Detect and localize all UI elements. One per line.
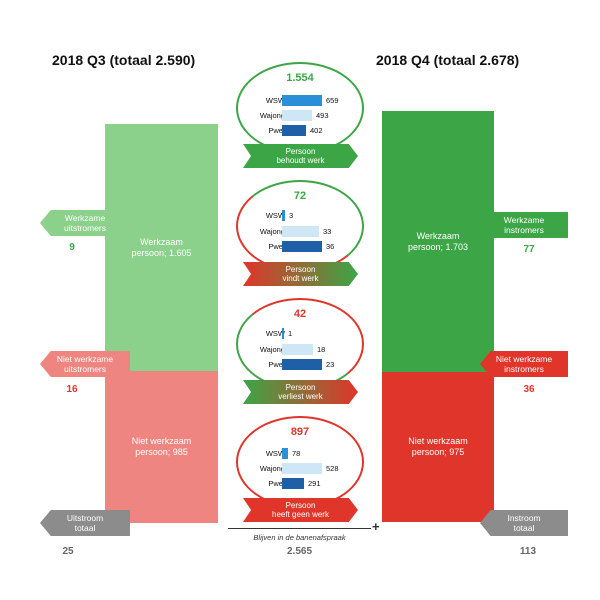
plus-sign: +: [372, 519, 380, 534]
flow-label-arrow: Persoon verliest werk: [243, 380, 358, 404]
row-value-wajong: 18: [317, 345, 326, 354]
row-bar-pwet: [282, 241, 322, 252]
row-value-pwet: 23: [326, 360, 335, 369]
row-label-wsw: WSW: [265, 449, 285, 458]
row-value-pwet: 402: [310, 126, 323, 135]
row-label-wsw: WSW: [265, 96, 285, 105]
flow-vindt-werk: 72 WSW 3 Wajong 33 Pwet 36 Persoon vindt…: [225, 180, 375, 290]
row-bar-pwet: [282, 359, 322, 370]
row-label-pwet: Pwet: [268, 242, 285, 251]
flow-label-arrow: Persoon behoudt werk: [243, 144, 358, 168]
row-value-wsw: 78: [292, 449, 301, 458]
q4-title: 2018 Q4 (totaal 2.678): [376, 52, 520, 68]
niet-werkzame-instromers-tag: Niet werkzame instromers: [480, 351, 568, 377]
q4-werkzaam-bar: Werkzaam persoon; 1.703: [382, 111, 494, 372]
row-bar-wsw: [282, 448, 288, 459]
instroom-totaal-tag: Instroom totaal: [480, 510, 568, 536]
q3-niet-werkzaam-label: Niet werkzaam persoon; 985: [131, 436, 192, 457]
q3-niet-werkzaam-bar: Niet werkzaam persoon; 985: [105, 371, 218, 523]
flow-total: 1.554: [286, 72, 314, 84]
flow-total: 72: [293, 190, 307, 202]
flow-behoudt-werk: 1.554 WSW 659 Wajong 493 Pwet 402 Persoo…: [225, 62, 375, 172]
flow-label: Persoon heeft geen werk: [272, 500, 329, 520]
sum-line: [228, 528, 371, 529]
row-bar-wajong: [282, 344, 313, 355]
werkzame-instromers-value: 77: [523, 244, 535, 255]
row-label-pwet: Pwet: [268, 126, 285, 135]
row-bar-wsw: [282, 95, 322, 106]
stay-caption: Blijven in de banenafspraak: [253, 533, 346, 542]
row-value-pwet: 36: [326, 242, 335, 251]
row-value-pwet: 291: [308, 479, 321, 488]
niet-werkzame-instromers-label: Niet werkzame instromers: [495, 354, 553, 374]
flow-verliest-werk: 42 WSW 1 Wajong 18 Pwet 23 Persoon verli…: [225, 298, 375, 408]
flow-label: Persoon vindt werk: [282, 264, 319, 284]
q3-werkzaam-bar: Werkzaam persoon; 1.605: [105, 124, 218, 371]
q3-werkzaam-label: Werkzaam persoon; 1.605: [131, 236, 192, 258]
row-label-wajong: Wajong: [259, 464, 285, 473]
row-label-wajong: Wajong: [259, 227, 285, 236]
row-label-pwet: Pwet: [268, 360, 285, 369]
row-label-wsw: WSW: [265, 211, 285, 220]
niet-werkzame-uitstromers-label: Niet werkzame uitstromers: [56, 354, 114, 374]
row-bar-wajong: [282, 463, 322, 474]
niet-werkzame-uitstromers-value: 16: [66, 384, 78, 395]
instroom-totaal-value: 113: [519, 546, 537, 557]
row-value-wajong: 528: [326, 464, 339, 473]
row-value-wajong: 493: [316, 111, 329, 120]
uitstroom-totaal-tag: Uitstroom totaal: [40, 510, 130, 536]
row-value-wsw: 1: [288, 329, 293, 338]
q4-niet-werkzaam-bar: Niet werkzaam persoon; 975: [382, 372, 494, 522]
flow-label-arrow: Persoon vindt werk: [243, 262, 358, 286]
q4-niet-werkzaam-label: Niet werkzaam persoon; 975: [408, 436, 468, 457]
uitstroom-totaal-label: Uitstroom totaal: [66, 513, 104, 533]
uitstroom-totaal-value: 25: [62, 546, 74, 557]
werkzame-instromers-tag: Werkzame instromers: [480, 212, 568, 238]
flow-oval: [236, 62, 364, 154]
q3-title: 2018 Q3 (totaal 2.590): [52, 52, 196, 68]
row-value-wajong: 33: [323, 227, 332, 236]
flow-label: Persoon behoudt werk: [276, 146, 325, 166]
row-bar-wsw: [282, 328, 284, 339]
werkzame-instromers-label: Werkzame instromers: [503, 215, 545, 235]
flow-total: 42: [293, 308, 307, 320]
flow-label: Persoon verliest werk: [278, 382, 323, 402]
row-bar-wajong: [282, 110, 312, 121]
row-label-wajong: Wajong: [259, 111, 285, 120]
werkzame-uitstromers-label: Werkzame uitstromers: [63, 213, 107, 233]
instroom-totaal-label: Instroom totaal: [507, 513, 541, 533]
q4-werkzaam-label: Werkzaam persoon; 1.703: [407, 230, 469, 252]
row-label-wajong: Wajong: [259, 345, 285, 354]
row-bar-pwet: [282, 478, 304, 489]
stay-total: 2.565: [286, 546, 313, 557]
flow-label-arrow: Persoon heeft geen werk: [243, 498, 358, 522]
flow-heeft-geen-werk: 897 WSW 78 Wajong 528 Pwet 291 Persoon h…: [225, 416, 375, 526]
werkzame-uitstromers-value: 9: [69, 242, 75, 253]
flow-oval: [236, 416, 364, 508]
niet-werkzame-instromers-value: 36: [523, 384, 535, 395]
row-label-wsw: WSW: [265, 329, 285, 338]
row-bar-pwet: [282, 125, 306, 136]
row-value-wsw: 659: [326, 96, 339, 105]
flow-total: 897: [290, 426, 310, 438]
row-bar-wsw: [282, 210, 285, 221]
niet-werkzame-uitstromers-tag: Niet werkzame uitstromers: [40, 351, 130, 377]
row-value-wsw: 3: [289, 211, 294, 220]
row-bar-wajong: [282, 226, 319, 237]
row-label-pwet: Pwet: [268, 479, 285, 488]
werkzame-uitstromers-tag: Werkzame uitstromers: [40, 210, 130, 236]
